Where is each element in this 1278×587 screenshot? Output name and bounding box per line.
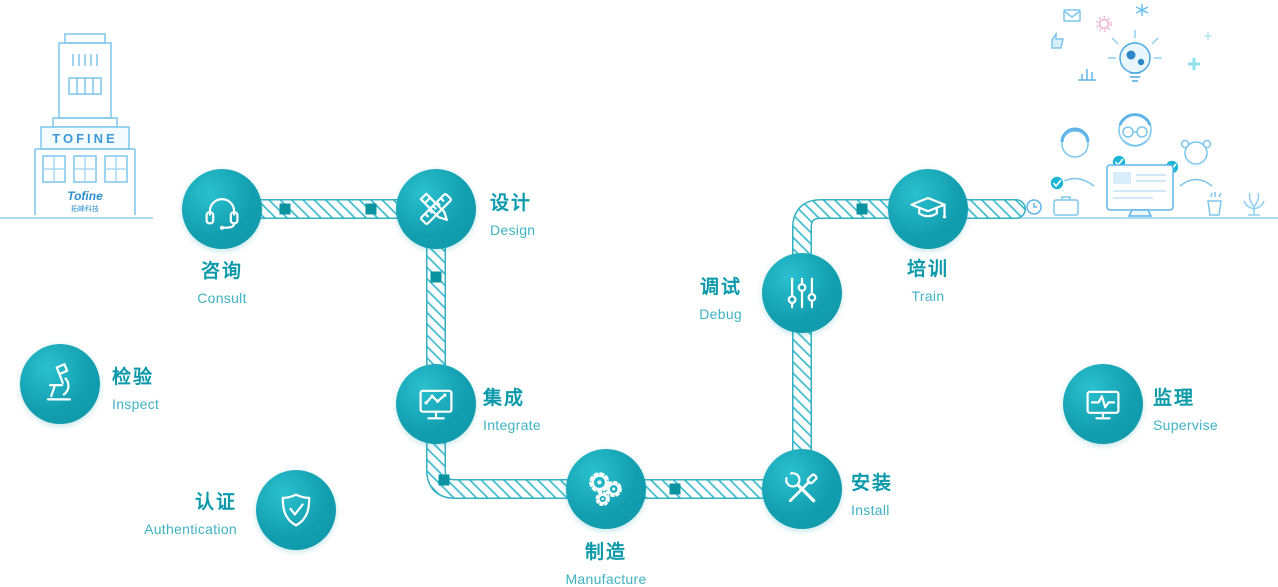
- road-marker: [430, 271, 442, 283]
- step-label-consult: 咨询 Consult: [197, 256, 247, 306]
- road-marker: [365, 203, 377, 215]
- road-marker: [856, 203, 868, 215]
- road-marker: [438, 474, 450, 486]
- side-label-zh: 认证: [194, 492, 237, 513]
- step-label-install: 安装 Install: [851, 468, 893, 518]
- step-label-en: Debug: [699, 306, 742, 322]
- side-label-zh: 检验: [112, 367, 155, 388]
- step-label-zh: 设计: [490, 193, 533, 214]
- step-label-zh: 培训: [906, 259, 950, 280]
- gears-icon: [589, 472, 622, 507]
- side-label-en: Supervise: [1153, 417, 1218, 433]
- desktop-monitor: [1106, 164, 1174, 217]
- thumbs-up-icon: [1051, 31, 1064, 49]
- headset-icon: [205, 198, 239, 230]
- side-label-supervise: 监理 Supervise: [1153, 383, 1218, 433]
- step-label-zh: 集成: [483, 388, 526, 409]
- step-label-train: 培训 Train: [907, 254, 949, 304]
- person-center: [1109, 113, 1161, 189]
- step-node-integrate: [396, 364, 476, 444]
- side-node-authentication: [256, 470, 336, 550]
- step-node-consult: [182, 169, 262, 249]
- step-label-en: Install: [851, 502, 890, 518]
- office-illustration: [1026, 4, 1265, 217]
- lightbulb-icon: [1108, 30, 1162, 59]
- step-label-integrate: 集成 Integrate: [483, 383, 541, 433]
- microscope-icon: [46, 363, 71, 401]
- side-label-en: Inspect: [112, 396, 160, 412]
- step-label-en: Manufacture: [565, 571, 647, 587]
- briefcase-icon: [1053, 196, 1079, 216]
- sliders-icon: [787, 277, 817, 309]
- graduation-cap-icon: [910, 196, 947, 219]
- step-node-train: [888, 169, 968, 249]
- step-label-en: Design: [490, 222, 536, 238]
- road-marker: [669, 483, 681, 495]
- step-label-zh: 安装: [851, 473, 894, 494]
- step-node-install: [762, 449, 842, 529]
- ground-line-left: [0, 217, 153, 219]
- wrench-screwdriver-icon: [785, 472, 818, 503]
- step-label-en: Integrate: [483, 417, 541, 433]
- step-label-en: Train: [911, 288, 945, 304]
- side-label-en: Authentication: [144, 521, 237, 537]
- side-node-supervise: [1063, 364, 1143, 444]
- bar-chart-icon: [1078, 69, 1096, 81]
- building-logo-text: Tofine: [67, 189, 103, 203]
- step-label-zh: 制造: [584, 542, 627, 563]
- clock-icon: [1026, 199, 1042, 215]
- step-label-design: 设计 Design: [490, 188, 535, 238]
- step-node-debug: [762, 253, 842, 333]
- person-right: [1179, 139, 1213, 187]
- plus-icon: [1188, 58, 1200, 70]
- step-label-zh: 调试: [699, 277, 742, 298]
- gear-icon: [1096, 16, 1112, 32]
- step-node-design: [396, 169, 476, 249]
- pencil-ruler-icon: [419, 192, 452, 225]
- side-label-authentication: 认证 Authentication: [144, 487, 237, 537]
- plus-icon: [1204, 32, 1212, 40]
- monitor-pulse-icon: [1086, 390, 1120, 420]
- side-node-inspect: [20, 344, 100, 424]
- building-sign-text: TOFINE: [52, 131, 117, 146]
- monitor-chart-icon: [419, 389, 453, 420]
- ground-line-right: [1018, 217, 1278, 219]
- step-label-manufacture: 制造 Manufacture: [565, 537, 646, 587]
- pencil-cup-icon: [1207, 192, 1222, 216]
- side-label-zh: 监理: [1153, 388, 1196, 409]
- step-label-en: Consult: [197, 290, 247, 306]
- asterisk-icon: [1135, 4, 1149, 16]
- shield-check-icon: [281, 493, 311, 527]
- building-logo-subtext: 拓峰科技: [71, 204, 99, 213]
- step-node-manufacture: [566, 449, 646, 529]
- side-label-inspect: 检验 Inspect: [112, 362, 159, 412]
- plant-icon: [1243, 192, 1265, 216]
- step-label-debug: 调试 Debug: [699, 272, 742, 322]
- building-illustration: TOFINE Tofine 拓峰科技: [34, 33, 136, 215]
- road-marker: [279, 203, 291, 215]
- step-label-zh: 咨询: [200, 261, 244, 282]
- road-markers: [279, 203, 868, 495]
- envelope-icon: [1063, 9, 1081, 22]
